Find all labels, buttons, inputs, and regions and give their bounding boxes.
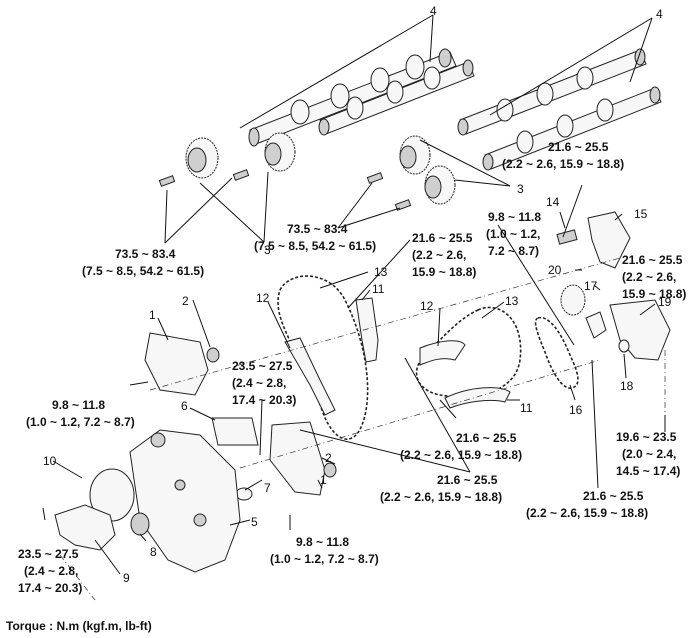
label-12-right: 12 — [420, 299, 434, 313]
timing-cover-upper — [144, 332, 209, 396]
label-5: 5 — [251, 515, 258, 529]
sprocket-bolts — [158, 169, 412, 211]
label-12-left: 12 — [256, 291, 270, 305]
tensioner-17 — [585, 311, 607, 339]
cam-sprocket-left-1 — [185, 137, 219, 179]
torque-left-sprocket-line1: 73.5 ~ 83.4 — [115, 247, 176, 261]
bracket-15 — [587, 211, 631, 269]
torque-guide-top-line1: 21.6 ~ 25.5 — [412, 231, 473, 245]
label-20: 20 — [548, 263, 562, 277]
label-4-left: 4 — [430, 4, 437, 18]
torque-bottom-cover-line1: 9.8 ~ 11.8 — [296, 535, 349, 549]
water-pump-9 — [54, 504, 116, 551]
torque-right-sprocket-line1: 73.5 ~ 83.4 — [287, 222, 348, 236]
label-4-right: 4 — [656, 7, 663, 21]
torque-guide-top-line3: 15.9 ~ 18.8) — [412, 265, 476, 279]
torque-tensioner-line1: 9.8 ~ 11.8 — [488, 210, 541, 224]
label-17: 17 — [584, 279, 598, 293]
torque-units-caption: Torque : N.m (kgf.m, lb-ft) — [6, 619, 152, 633]
torque-cover-left-line1: 9.8 ~ 11.8 — [52, 398, 105, 412]
label-1-upper: 1 — [149, 308, 156, 322]
torque-cover-left-line2: (1.0 ~ 1.2, 7.2 ~ 8.7) — [26, 415, 135, 429]
chain-guide-left — [355, 297, 379, 363]
torque-water-pump-line3: 17.4 ~ 20.3) — [18, 581, 82, 595]
auto-tensioner-14 — [556, 229, 578, 245]
torque-center-line2: (2.2 ~ 2.6, 15.9 ~ 18.8) — [380, 490, 502, 504]
leader-lines — [42, 14, 666, 575]
seal-2-upper — [206, 347, 220, 363]
tensioner-arm-left — [284, 337, 336, 416]
torque-guide-11-line2: (2.2 ~ 2.6, 15.9 ~ 18.8) — [400, 448, 522, 462]
label-11-top: 11 — [372, 282, 385, 296]
torque-pump-plug-line3: 14.5 ~ 17.4) — [616, 464, 680, 478]
torque-tensioner-line3: 7.2 ~ 8.7) — [488, 244, 539, 258]
plug-18 — [618, 339, 630, 353]
label-2-upper: 2 — [182, 294, 189, 308]
label-13-right: 13 — [505, 294, 519, 308]
torque-water-pump-line1: 23.5 ~ 27.5 — [18, 547, 79, 561]
label-1-lower: 1 — [320, 473, 327, 487]
torque-guide-11-line1: 21.6 ~ 25.5 — [456, 431, 517, 445]
cam-sprocket-left-2 — [264, 132, 296, 172]
timing-case-5 — [129, 429, 241, 573]
torque-cover-mid-line2: (2.4 ~ 2.8, — [232, 376, 286, 390]
label-6: 6 — [181, 399, 188, 413]
torque-water-pump-line2: (2.4 ~ 2.8, — [24, 564, 78, 578]
torque-bracket-line2: (2.2 ~ 2.6, 15.9 ~ 18.8) — [502, 157, 624, 171]
label-9: 9 — [123, 571, 130, 585]
label-18: 18 — [620, 379, 634, 393]
torque-right-sprocket-line2: (7.5 ~ 8.5, 54.2 ~ 61.5) — [254, 239, 376, 253]
label-11-lower: 11 — [520, 401, 533, 415]
torque-lower-right-line2: (2.2 ~ 2.6, 15.9 ~ 18.8) — [526, 506, 648, 520]
torque-guide-top-line2: (2.2 ~ 2.6, — [412, 248, 466, 262]
torque-center-line1: 21.6 ~ 25.5 — [437, 473, 498, 487]
gasket-6 — [211, 417, 259, 446]
label-2-lower: 2 — [325, 451, 332, 465]
torque-cover-mid-line3: 17.4 ~ 20.3) — [232, 393, 296, 407]
label-3-left: 3 — [264, 243, 271, 257]
label-3-right: 3 — [517, 182, 524, 196]
torque-lower-right-line1: 21.6 ~ 25.5 — [583, 489, 644, 503]
torque-cover-mid-line1: 23.5 ~ 27.5 — [232, 359, 293, 373]
timing-chain-small — [534, 316, 579, 389]
torque-pump-plug-line2: (2.0 ~ 2.4, — [622, 447, 676, 461]
torque-bolt-right-line2: (2.2 ~ 2.6, — [622, 270, 676, 284]
label-13-left: 13 — [374, 265, 388, 279]
label-8: 8 — [150, 545, 157, 559]
label-14: 14 — [546, 195, 560, 209]
camshaft-right-upper — [457, 48, 647, 136]
oil-pump-19 — [609, 299, 671, 361]
cam-sprocket-right-1 — [399, 135, 431, 175]
sprocket-20 — [560, 284, 586, 316]
camshaft-right-lower — [482, 86, 662, 171]
timing-cover-lower — [269, 421, 326, 496]
torque-left-sprocket-line2: (7.5 ~ 8.5, 54.2 ~ 61.5) — [82, 264, 204, 278]
oil-seal-8 — [130, 512, 150, 536]
torque-bottom-cover-line2: (1.0 ~ 1.2, 7.2 ~ 8.7) — [270, 552, 379, 566]
torque-bracket-line1: 21.6 ~ 25.5 — [548, 140, 609, 154]
camshaft-left-lower — [318, 59, 475, 136]
seal-2-lower — [323, 462, 337, 478]
torque-bolt-right-line1: 21.6 ~ 25.5 — [622, 253, 683, 267]
label-16: 16 — [569, 403, 583, 417]
oring-7 — [235, 487, 253, 501]
torque-bolt-right-line3: 15.9 ~ 18.8) — [622, 287, 686, 301]
label-15: 15 — [634, 207, 648, 221]
chain-guide-right — [444, 387, 511, 409]
label-7: 7 — [264, 481, 271, 495]
torque-pump-plug-line1: 19.6 ~ 23.5 — [616, 430, 677, 444]
label-10: 10 — [43, 454, 57, 468]
torque-tensioner-line2: (1.0 ~ 1.2, — [486, 227, 540, 241]
cam-sprocket-right-2 — [424, 165, 456, 205]
label-19: 19 — [658, 295, 672, 309]
tensioner-arm-right — [419, 340, 466, 366]
